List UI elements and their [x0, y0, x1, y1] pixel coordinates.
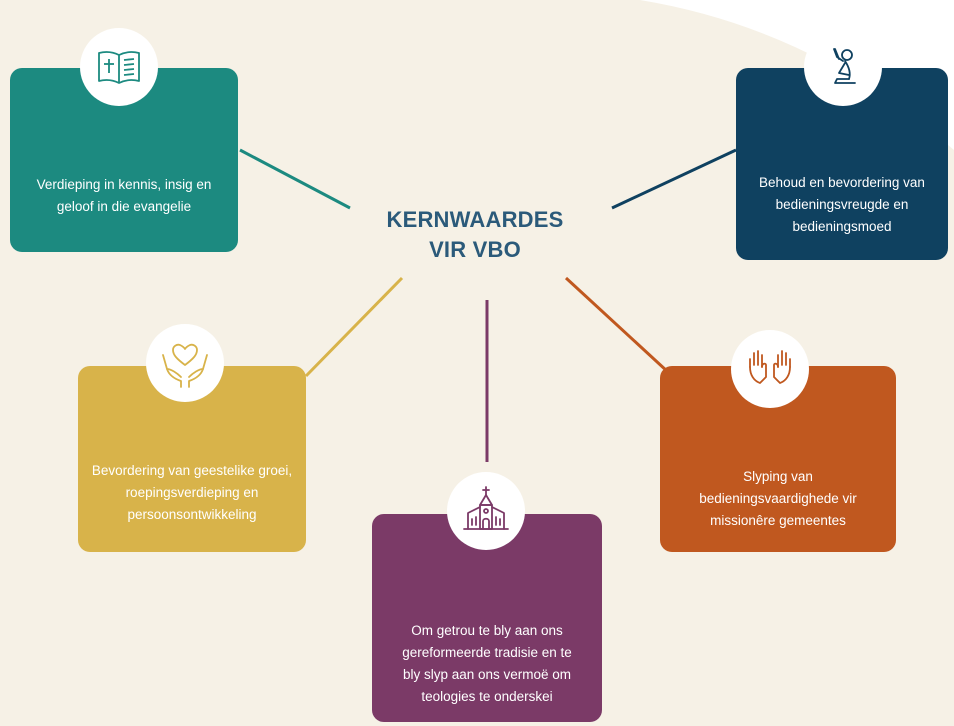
heart-hands-icon — [146, 324, 224, 402]
value-text-kennis: Verdieping in kennis, insig en geloof in… — [36, 177, 212, 214]
connector-mustard — [304, 276, 404, 378]
value-text-groei: Bevordering van geestelike groei, roepin… — [91, 463, 293, 522]
value-text-vaardighede: Slyping van bedieningsvaardighede vir mi… — [699, 469, 857, 528]
title-line-2: VIR VBO — [429, 237, 521, 262]
connector-navy — [611, 148, 737, 210]
value-text-tradisie: Om getrou te bly aan ons gereformeerde t… — [402, 623, 572, 704]
connector-teal — [239, 148, 351, 210]
church-icon — [447, 472, 525, 550]
raised-hands-icon — [731, 330, 809, 408]
bible-icon — [80, 28, 158, 106]
connector-rust — [564, 276, 670, 374]
praying-person-icon — [804, 28, 882, 106]
value-card-vreugde: Behoud en bevordering van bedieningsvreu… — [736, 68, 948, 260]
title-line-1: KERNWAARDES — [386, 207, 564, 232]
value-text-vreugde: Behoud en bevordering van bedieningsvreu… — [759, 175, 925, 234]
center-title: KERNWAARDES VIR VBO — [345, 205, 605, 265]
